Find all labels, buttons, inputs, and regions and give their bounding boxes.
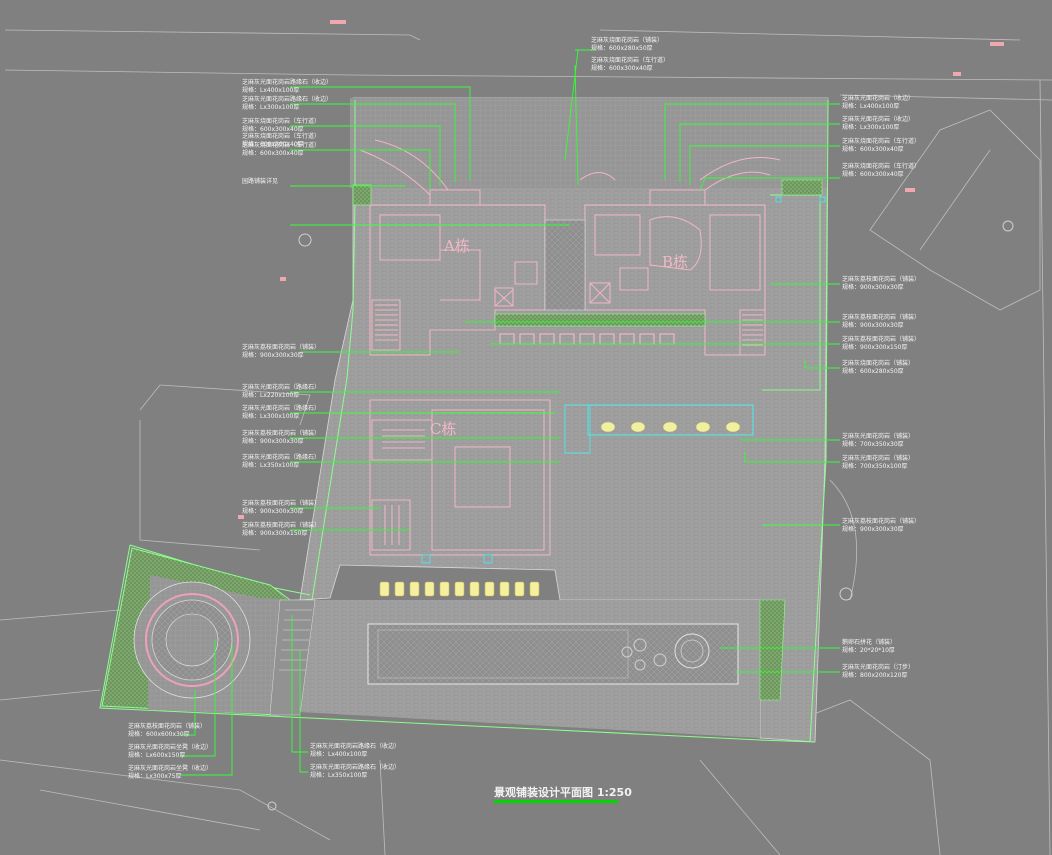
callout-bl-0-material: 芝麻灰荔枝面花岗岩（铺装） [128, 722, 206, 730]
callout-right-4-spec: 规格：900x300x30厚 [842, 283, 904, 291]
callout-top-1-spec: 规格：600x300x40厚 [591, 64, 653, 72]
central-courtyard [494, 219, 706, 327]
drawing-title: 景观铺装设计平面图 1:250 [493, 785, 632, 799]
callout-right-2-spec: 规格：600x300x40厚 [842, 145, 904, 153]
building-c-footprint [369, 399, 551, 556]
context-circles [267, 220, 1014, 811]
callout-left-2-material: 芝麻灰烧面花岗岩（车行道） [242, 117, 320, 125]
pool-c [564, 404, 754, 454]
callout-bl-2-spec: 规格：Lx300x75厚 [128, 772, 182, 780]
callout-top-0-material: 芝麻灰烧面花岗岩（铺装） [591, 36, 663, 44]
callout-left-6-spec: 规格：900x300x30厚 [242, 351, 304, 359]
building-b-footprint [584, 189, 766, 356]
callout-right-0-material: 芝麻灰光面花岗岩（收边） [842, 94, 914, 102]
water-feature [367, 623, 739, 685]
callout-left-10-material: 芝麻灰光面花岗岩（路缘石） [242, 453, 320, 461]
callout-left-3-spec: 规格：600x300x40厚 [242, 140, 304, 148]
callout-left-9-material: 芝麻灰荔枝面花岗岩（铺装） [242, 429, 320, 437]
callout-right-1-material: 芝麻灰光面花岗岩（收边） [842, 115, 914, 123]
callout-bm-1-material: 芝麻灰光面花岗岩路缘石（收边） [310, 763, 400, 771]
callout-right-6-spec: 规格：900x300x150厚 [842, 343, 907, 351]
callout-top-0-spec: 规格：600x280x50厚 [591, 44, 653, 52]
callout-left-8-material: 芝麻灰光面花岗岩（路缘石） [242, 404, 320, 412]
callout-right-9-spec: 规格：700x350x100厚 [842, 462, 907, 470]
lamp-row [379, 581, 540, 597]
callout-right-3-spec: 规格：600x300x40厚 [842, 170, 904, 178]
callout-left-11-material: 芝麻灰荔枝面花岗岩（铺装） [242, 499, 320, 507]
callout-left-7-spec: 规格：Lx220x100厚 [242, 391, 299, 399]
cyan-markers [421, 196, 826, 564]
callout-left-0-material: 芝麻灰光面花岗岩路缘石（收边） [242, 78, 332, 86]
callout-left-6-material: 芝麻灰荔枝面花岗岩（铺装） [242, 343, 320, 351]
title-underline [494, 800, 618, 803]
callouts-top: 芝麻灰烧面花岗岩（铺装）规格：600x280x50厚芝麻灰烧面花岗岩（车行道）规… [591, 36, 669, 72]
callout-right-5-spec: 规格：900x300x30厚 [842, 321, 904, 329]
callout-right-0-spec: 规格：Lx400x100厚 [842, 102, 899, 110]
callout-right-12-spec: 规格：800x200x120厚 [842, 671, 907, 679]
callouts-left: 芝麻灰光面花岗岩路缘石（收边）规格：Lx400x100厚芝麻灰光面花岗岩路缘石（… [242, 78, 332, 537]
callout-bl-2-material: 芝麻灰光面花岗岩坐凳（收边） [128, 764, 212, 772]
callout-right-7-material: 芝麻灰烧面花岗岩（铺装） [842, 359, 914, 367]
callout-left-4-spec: 规格：600x300x40厚 [242, 149, 304, 157]
callouts-right: 芝麻灰光面花岗岩（收边）规格：Lx400x100厚芝麻灰光面花岗岩（收边）规格：… [842, 94, 920, 679]
callout-bm-0-material: 芝麻灰光面花岗岩路缘石（收边） [310, 742, 400, 750]
callout-left-5-material: 园路铺装详见 [242, 177, 278, 185]
callout-left-1-spec: 规格：Lx300x100厚 [242, 103, 299, 111]
callout-bm-0-spec: 规格：Lx400x100厚 [310, 750, 367, 758]
callout-right-4-material: 芝麻灰荔枝面花岗岩（铺装） [842, 275, 920, 283]
callout-right-1-spec: 规格：Lx300x100厚 [842, 123, 899, 131]
building-label-c: C栋 [430, 420, 456, 438]
callout-left-1-material: 芝麻灰光面花岗岩路缘石（收边） [242, 95, 332, 103]
context-linework [0, 29, 1052, 855]
callout-right-12-material: 芝麻灰光面花岗岩（汀步） [842, 663, 914, 671]
context-markers [238, 20, 1004, 519]
callout-bm-1-spec: 规格：Lx350x100厚 [310, 771, 367, 779]
callout-right-11-spec: 规格：20*20*10厚 [842, 646, 895, 654]
callout-left-10-spec: 规格：Lx350x100厚 [242, 461, 299, 469]
callout-right-3-material: 芝麻灰烧面花岗岩（车行道） [842, 162, 920, 170]
callout-left-8-spec: 规格：Lx300x100厚 [242, 412, 299, 420]
building-label-a: A栋 [443, 237, 470, 255]
callout-left-12-spec: 规格：900x300x150厚 [242, 529, 307, 537]
callout-right-7-spec: 规格：600x280x50厚 [842, 367, 904, 375]
callout-bl-1-material: 芝麻灰光面花岗岩坐凳（收边） [128, 743, 212, 751]
callout-left-12-material: 芝麻灰荔枝面花岗岩（铺装） [242, 521, 320, 529]
callout-bl-0-spec: 规格：600x600x30厚 [128, 730, 190, 738]
callout-left-9-spec: 规格：900x300x30厚 [242, 437, 304, 445]
callout-left-4-material: 芝麻灰烧面花岗岩（车行道） [242, 141, 320, 149]
callout-left-3-material: 芝麻灰烧面花岗岩（车行道） [242, 132, 320, 140]
callout-left-2-spec: 规格：600x300x40厚 [242, 125, 304, 133]
callout-right-8-spec: 规格：700x350x30厚 [842, 440, 904, 448]
callout-right-11-material: 鹅卵石拼花（铺装） [842, 638, 896, 646]
callout-left-7-material: 芝麻灰光面花岗岩（路缘石） [242, 383, 320, 391]
callout-right-5-material: 芝麻灰荔枝面花岗岩（铺装） [842, 313, 920, 321]
callout-right-9-material: 芝麻灰光面花岗岩（铺装） [842, 454, 914, 462]
callout-right-10-spec: 规格：900x300x30厚 [842, 525, 904, 533]
callout-right-8-material: 芝麻灰光面花岗岩（铺装） [842, 432, 914, 440]
circular-plaza [101, 547, 300, 716]
callout-right-6-material: 芝麻灰荔枝面花岗岩（铺装） [842, 335, 920, 343]
callout-top-1-material: 芝麻灰烧面花岗岩（车行道） [591, 56, 669, 64]
callouts-bottom-left: 芝麻灰荔枝面花岗岩（铺装）规格：600x600x30厚芝麻灰光面花岗岩坐凳（收边… [128, 722, 212, 780]
callout-bl-1-spec: 规格：Lx600x150厚 [128, 751, 185, 759]
leader-lines [180, 49, 840, 776]
planting-edges [352, 179, 823, 701]
callout-left-11-spec: 规格：900x300x30厚 [242, 507, 304, 515]
callout-left-0-spec: 规格：Lx400x100厚 [242, 86, 299, 94]
callout-right-2-material: 芝麻灰烧面花岗岩（车行道） [842, 137, 920, 145]
entrance-drive [359, 139, 781, 196]
building-label-b: B栋 [662, 253, 688, 271]
callout-right-10-material: 芝麻灰荔枝面花岗岩（铺装） [842, 517, 920, 525]
callouts-bottom-mid: 芝麻灰光面花岗岩路缘石（收边）规格：Lx400x100厚芝麻灰光面花岗岩路缘石（… [310, 742, 400, 779]
